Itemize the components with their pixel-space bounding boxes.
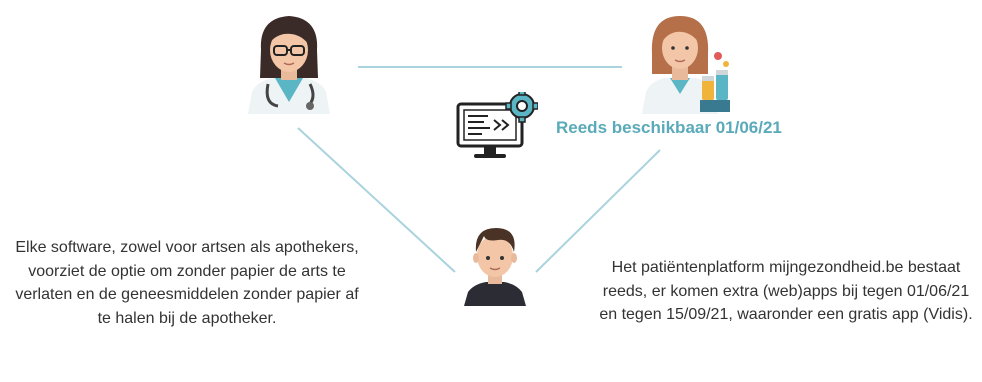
line-pharmacist-patient <box>535 149 661 273</box>
line-doctor-patient <box>297 127 456 273</box>
computer-monitor-gear-icon <box>456 92 538 158</box>
availability-label: Reeds beschikbaar 01/06/21 <box>556 118 782 137</box>
patient-icon <box>464 228 526 306</box>
right-description: Het patiëntenplatform mijngezondheid.be … <box>599 259 973 323</box>
pharmacist-icon <box>642 16 730 114</box>
left-description: Elke software, zowel voor artsen als apo… <box>15 239 359 327</box>
doctor-icon <box>248 16 330 114</box>
